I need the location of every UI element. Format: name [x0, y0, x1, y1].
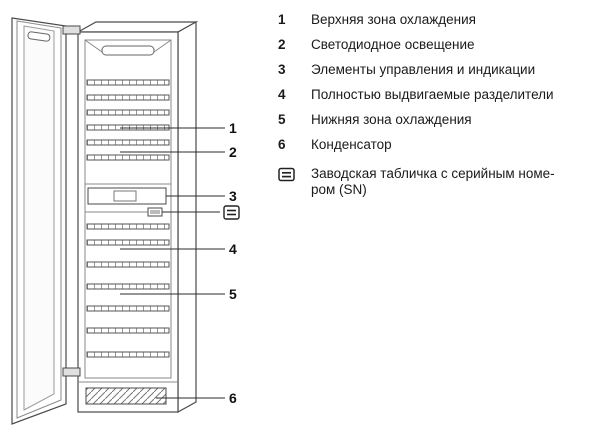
legend: 1 Верхняя зона охлаждения 2 Светодиодное… — [278, 12, 596, 198]
wine-cabinet-diagram: 1 2 3 4 5 6 — [11, 17, 240, 425]
callout-2: 2 — [229, 144, 237, 160]
callout-leaders — [120, 127, 225, 399]
legend-item-controls: 3 Элементы управления и индикации — [278, 62, 596, 78]
legend-label: Верхняя зона охлаждения — [311, 12, 476, 27]
legend-label: Полностью выдвигаемые разделители — [311, 87, 554, 102]
serial-plate — [147, 207, 163, 217]
legend-label: Нижняя зона охлаждения — [311, 112, 472, 127]
rating-plate-icon — [278, 166, 311, 198]
door-handle-recess — [27, 31, 51, 42]
legend-item-rating-plate: Заводская табличка с серийным номе- ром … — [278, 166, 596, 198]
legend-number: 2 — [278, 37, 286, 52]
lower-zone-shelves — [86, 223, 170, 358]
legend-item-condenser: 6 Конденсатор — [278, 137, 596, 153]
legend-label: Конденсатор — [311, 137, 392, 152]
condenser-grille — [78, 381, 178, 405]
rating-plate-text-line2: ром (SN) — [311, 182, 367, 197]
legend-item-led-lighting: 2 Светодиодное освещение — [278, 37, 596, 53]
legend-number: 3 — [278, 62, 286, 77]
led-light-bar — [84, 39, 172, 56]
open-door — [11, 17, 67, 425]
legend-number: 5 — [278, 112, 286, 127]
rating-plate-icon — [223, 205, 240, 220]
legend-number: 1 — [278, 12, 286, 27]
legend-item-lower-zone: 5 Нижняя зона охлаждения — [278, 112, 596, 128]
rating-plate-text-line1: Заводская табличка с серийным номе- — [311, 166, 555, 181]
legend-label: Элементы управления и индикации — [311, 62, 536, 77]
legend-label: Светодиодное освещение — [311, 37, 475, 52]
legend-label: Заводская табличка с серийным номе- ром … — [311, 166, 555, 198]
callout-6: 6 — [229, 390, 237, 406]
legend-item-upper-zone: 1 Верхняя зона охлаждения — [278, 12, 596, 28]
legend-number: 6 — [278, 137, 286, 152]
door-hinges — [62, 25, 81, 377]
legend-number: 4 — [278, 87, 286, 102]
callout-5: 5 — [229, 286, 237, 302]
callout-4: 4 — [229, 241, 237, 257]
callout-1: 1 — [229, 120, 237, 136]
callout-3: 3 — [229, 188, 237, 204]
legend-item-pullout-dividers: 4 Полностью выдвигаемые разделители — [278, 87, 596, 103]
